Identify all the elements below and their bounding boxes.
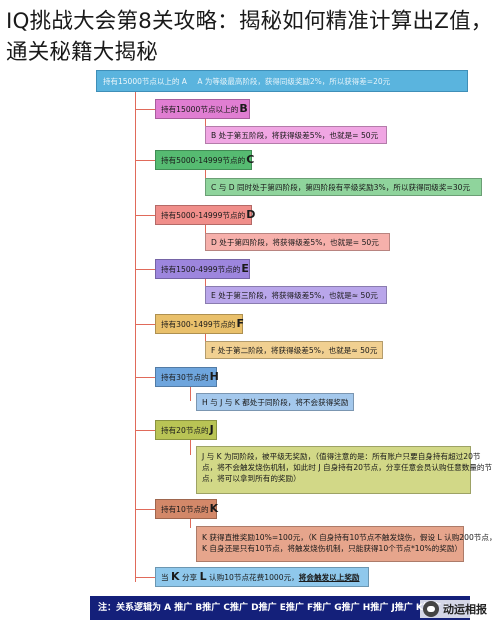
header-bar-left: 持有15000节点以上的 A — [103, 77, 187, 86]
tier-label-text: 持有30节点的 — [161, 372, 209, 382]
connector — [190, 440, 191, 455]
final-mid: 分享 — [181, 572, 198, 582]
tier-label-text: 持有10节点的 — [161, 504, 209, 514]
tier-letter: C — [246, 153, 255, 167]
connector — [190, 387, 191, 401]
connector — [135, 324, 155, 325]
final-prefix: 当 — [161, 572, 169, 582]
connector — [135, 577, 155, 578]
relationship-note: 注：关系逻辑为 A 推广 B推广 C推广 D推广 E推广 F推广 G推广 H推广… — [90, 596, 470, 620]
tier-j-detail: J 与 K 为同阶段，被平级无奖励，（值得注意的是：所有账户只要自身持有超过20… — [196, 446, 493, 494]
tier-j-detail-line: J 与 K 为同阶段，被平级无奖励，（值得注意的是：所有账户只要自身持有超过20… — [202, 452, 481, 461]
connector — [190, 519, 191, 528]
connector — [135, 430, 155, 431]
header-bar-right: A 为等级最高阶段，获得同级奖励2%，所以获得差=20元 — [197, 77, 391, 86]
tier-b-detail: B 处于第五阶段，将获得级差5%，也就是= 50元 — [205, 126, 387, 144]
tier-j-detail-line: 点，将不会触发烧伤机制，如此时 J 自身持有20节点，分享任意会员认购任意数量的… — [202, 463, 493, 472]
connector — [135, 269, 155, 270]
tier-k-detail: K 获得直推奖励10%=100元，（K 自身持有10节点不触发烧伤，假设 L 认… — [196, 526, 497, 562]
final-action: 当 K 分享 L 认购10节点花费1000元，将会触发以上奖励 — [155, 567, 369, 587]
tier-k-detail-line: K 获得直推奖励10%=100元，（K 自身持有10节点不触发烧伤，假设 L 认… — [202, 533, 497, 542]
tier-letter: B — [239, 102, 248, 116]
header-bar: 持有15000节点以上的 A A 为等级最高阶段，获得同级奖励2%，所以获得差=… — [96, 70, 468, 92]
tier-d-detail: D 处于第四阶段，将获得级差5%，也就是= 50元 — [205, 233, 390, 251]
tier-j-detail-line: 点，将可以拿到所有的奖励） — [202, 474, 301, 483]
tier-letter: E — [241, 262, 249, 276]
tier-h-detail: H 与 J 与 K 都处于同阶段，将不会获得奖励 — [196, 393, 354, 411]
final-k: K — [171, 570, 180, 584]
watermark-text: 动运相报 — [443, 603, 487, 616]
tier-label-text: 持有15000节点以上的 — [161, 104, 239, 114]
tier-letter: J — [209, 423, 214, 437]
connector — [135, 160, 155, 161]
tier-label-text: 持有5000-14999节点的 — [161, 210, 246, 220]
wechat-icon — [423, 601, 439, 617]
tier-label-text: 持有1500-4999节点的 — [161, 264, 241, 274]
tier-letter: K — [209, 502, 219, 516]
connector — [205, 170, 206, 185]
tier-label-text: 持有20节点的 — [161, 425, 209, 435]
final-text: 认购10节点花费1000元， — [209, 572, 299, 582]
connector — [135, 509, 155, 510]
tier-letter: H — [209, 370, 219, 384]
tier-letter: D — [246, 208, 256, 222]
tier-label-text: 持有300-1499节点的 — [161, 319, 236, 329]
tier-letter: F — [236, 317, 245, 331]
page-title: IQ挑战大会第8关攻略：揭秘如何精准计算出Z值，通关秘籍大揭秘 — [6, 9, 493, 65]
connector — [135, 215, 155, 216]
tier-k-detail-line: K 自身还是只有10节点，将触发烧伤机制，只能获得10个节点*10%的奖励） — [202, 544, 463, 553]
tier-label-text: 持有5000-14999节点的 — [161, 155, 246, 165]
final-emphasis: 将会触发以上奖励 — [298, 572, 360, 582]
final-l: L — [199, 570, 207, 584]
tier-c-detail: C 与 D 同时处于第四阶段，第四阶段有平级奖励3%，所以获得同级奖=30元 — [205, 178, 482, 196]
tree-spine — [135, 92, 136, 582]
connector — [135, 109, 155, 110]
tier-f-detail: F 处于第二阶段，将获得级差5%，也就是≈ 50元 — [205, 341, 383, 359]
connector — [135, 377, 155, 378]
watermark: 动运相报 — [420, 600, 490, 618]
tier-e-detail: E 处于第三阶段，将获得级差5%，也就是≈ 50元 — [205, 286, 387, 304]
